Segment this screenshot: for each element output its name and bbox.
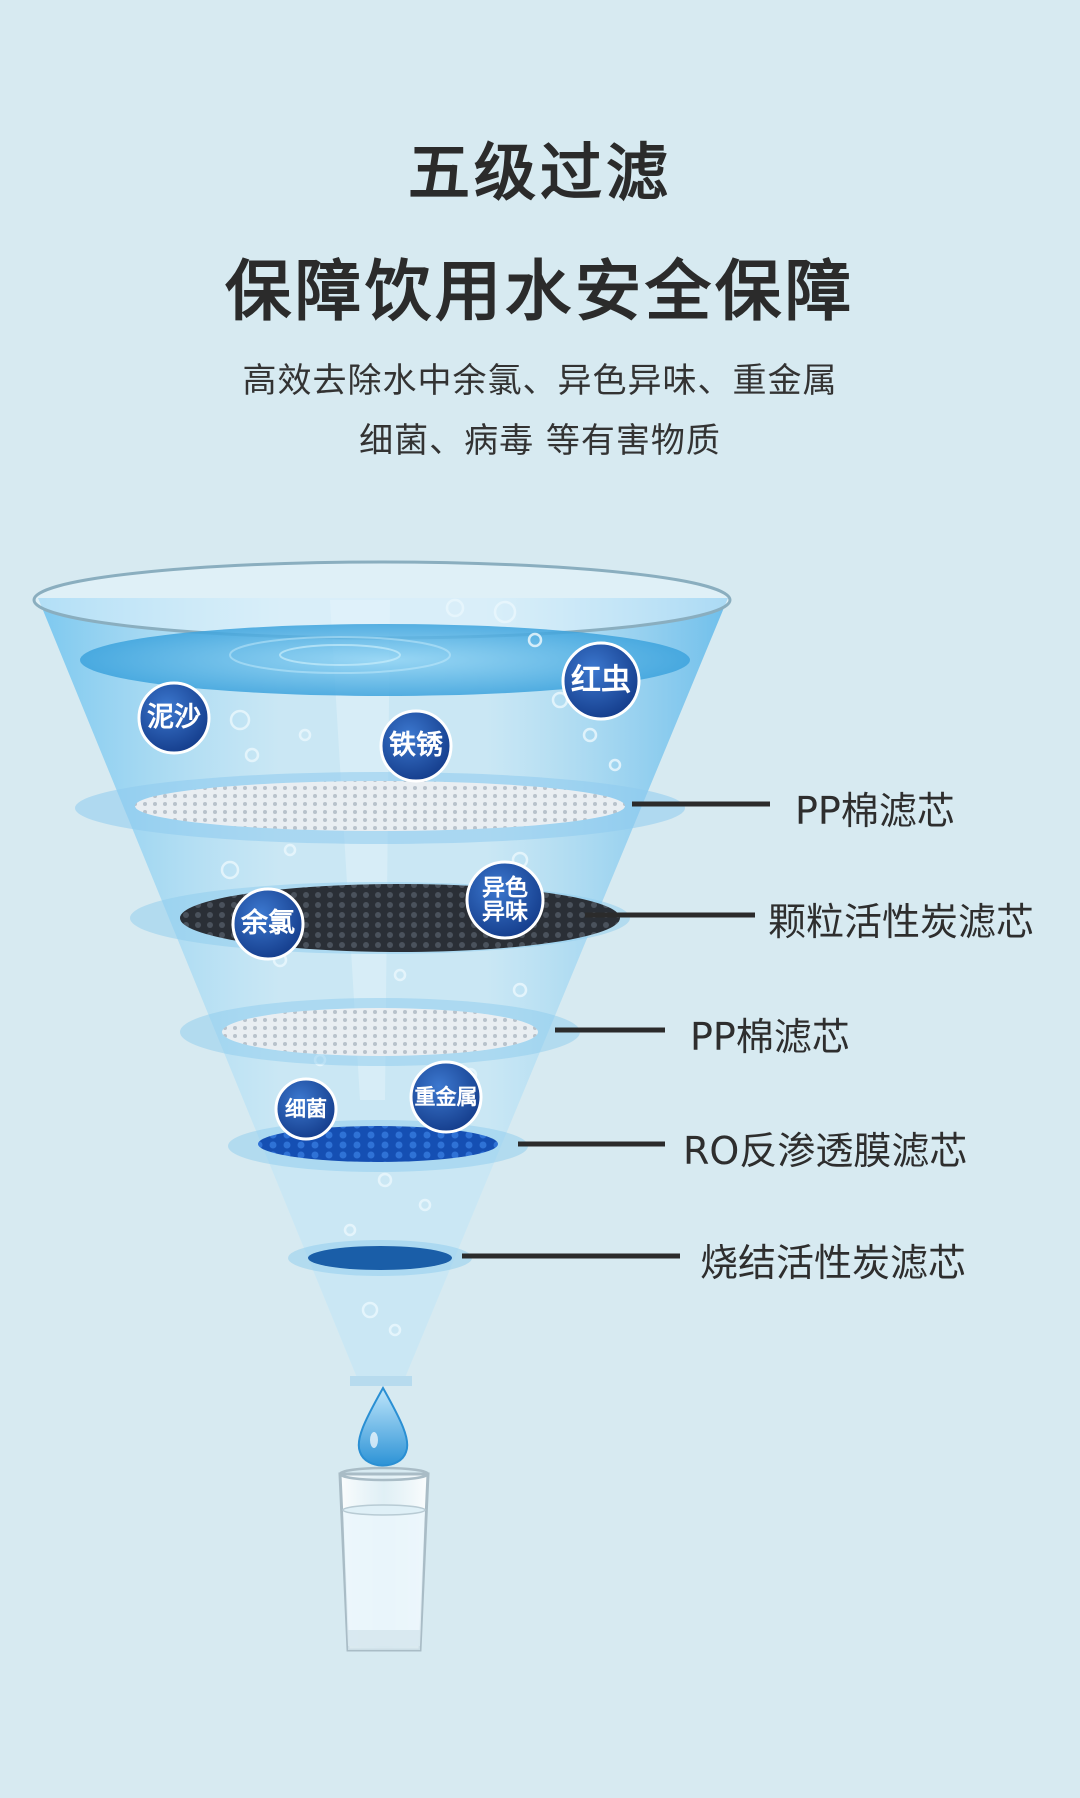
- page-subtitle: 保障饮用水安全保障: [225, 253, 855, 330]
- water-drop-icon: [357, 1385, 409, 1467]
- description-line-2: 细菌、病毒 等有害物质: [359, 421, 721, 461]
- contaminant-badges: [137, 641, 641, 1141]
- filter-label-sintered: 烧结活性炭滤芯: [700, 1241, 967, 1285]
- funnel-spout: [350, 1376, 412, 1386]
- description-line-1: 高效去除水中余氯、异色异味、重金属: [242, 361, 838, 401]
- filter-disc-pp-2: [222, 1008, 538, 1056]
- water-surface: [80, 624, 690, 696]
- funnel-highlight: [330, 600, 390, 1100]
- filter-label-carbon: 颗粒活性炭滤芯: [768, 900, 1035, 944]
- filter-label-ro: RO反渗透膜滤芯: [683, 1129, 968, 1173]
- filter-label-pp-2: PP棉滤芯: [690, 1015, 850, 1059]
- page-title: 五级过滤: [407, 136, 672, 209]
- filter-label-pp-1: PP棉滤芯: [795, 789, 955, 833]
- filter-disc-sintered: [308, 1246, 452, 1270]
- label-leader-lines: [462, 801, 770, 1259]
- water-glass-icon: [338, 1466, 430, 1652]
- filter-disc-pp-1: [135, 781, 625, 831]
